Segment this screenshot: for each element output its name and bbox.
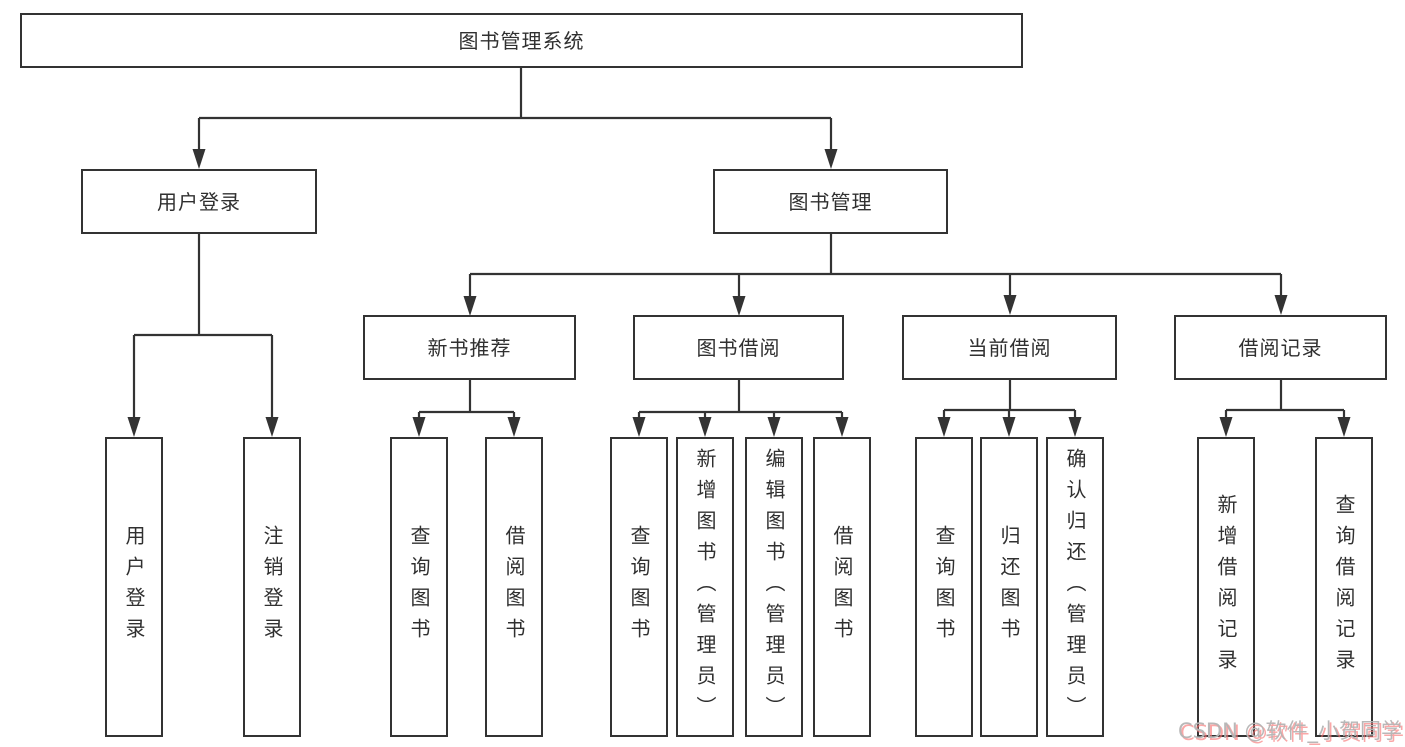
node-library-management-system: 图书管理系统: [20, 13, 1023, 68]
leaf-logout: 注销登录: [243, 437, 301, 737]
node-borrowing-records: 借阅记录: [1174, 315, 1387, 380]
leaf-current-confirm-return-admin: 确认归还（管理员）: [1046, 437, 1104, 737]
leaf-borrowing-edit-books-admin: 编辑图书（管理员）: [745, 437, 803, 737]
leaf-records-add-borrow-record: 新增借阅记录: [1197, 437, 1255, 737]
node-book-borrowing: 图书借阅: [633, 315, 844, 380]
leaf-records-query-borrow-record: 查询借阅记录: [1315, 437, 1373, 737]
leaf-borrowing-query-books: 查询图书: [610, 437, 668, 737]
leaf-borrowing-add-books-admin: 新增图书（管理员）: [676, 437, 734, 737]
leaf-recommend-query-books: 查询图书: [390, 437, 448, 737]
leaf-current-return-books: 归还图书: [980, 437, 1038, 737]
leaf-user-login: 用户登录: [105, 437, 163, 737]
node-user-login: 用户登录: [81, 169, 317, 234]
node-current-borrowing: 当前借阅: [902, 315, 1117, 380]
csdn-watermark: CSDN @软件_小贺同学: [1177, 719, 1402, 743]
node-book-management: 图书管理: [713, 169, 948, 234]
leaf-current-query-books: 查询图书: [915, 437, 973, 737]
node-new-book-recommendation: 新书推荐: [363, 315, 576, 380]
leaf-recommend-borrow-books: 借阅图书: [485, 437, 543, 737]
leaf-borrowing-borrow-books: 借阅图书: [813, 437, 871, 737]
